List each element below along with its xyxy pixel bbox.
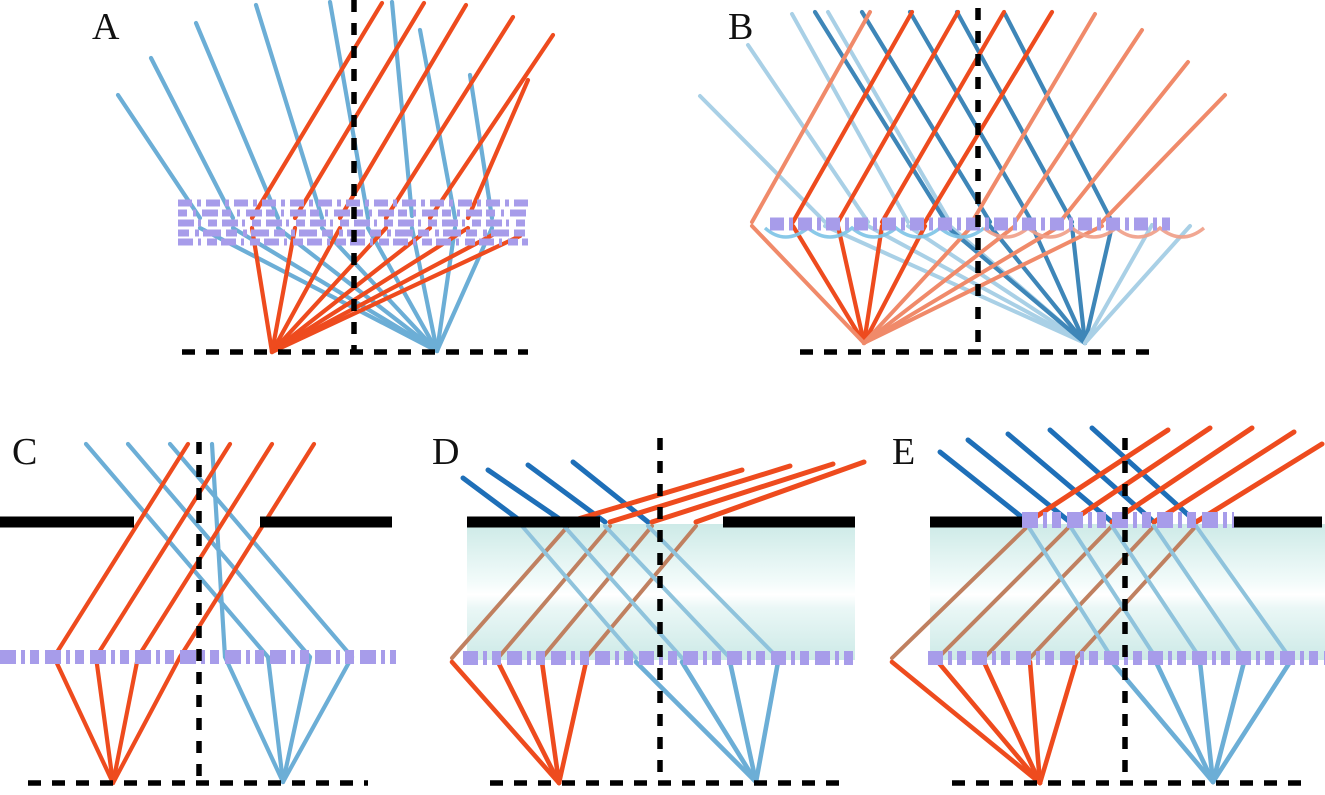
panel-d-label: D bbox=[432, 431, 460, 473]
incident-rays-red-e bbox=[1025, 425, 1325, 525]
ray-bundle-red-b bbox=[790, 9, 1055, 346]
panel-a: A bbox=[0, 0, 660, 400]
incident-rays-blue-e bbox=[937, 425, 1199, 525]
panel-a-label: A bbox=[92, 6, 120, 48]
ray-bundle-red-c bbox=[51, 441, 317, 786]
graded-medium-d bbox=[467, 524, 855, 660]
wavefront-arcs-red-b bbox=[982, 225, 1206, 239]
panel-c-label: C bbox=[12, 431, 38, 473]
ray-bundle-blue-b bbox=[812, 9, 1115, 346]
refracted-rays-red-d bbox=[450, 524, 698, 660]
refracted-rays-blue-e bbox=[1026, 524, 1292, 660]
incident-rays-blue-d bbox=[460, 459, 651, 525]
panel-e: E bbox=[880, 400, 1325, 795]
incident-rays-red-d bbox=[565, 459, 867, 525]
panel-e-diagram bbox=[889, 425, 1325, 786]
panel-e-label: E bbox=[892, 431, 916, 473]
focus-rays-blue-e bbox=[1109, 659, 1293, 785]
panel-d-diagram bbox=[449, 438, 867, 786]
panel-c: C bbox=[0, 400, 420, 795]
ray-bundle-red-a bbox=[249, 0, 556, 355]
panel-d: D bbox=[420, 400, 880, 795]
panel-b: B bbox=[660, 0, 1325, 400]
ray-bundle-red-faded-b bbox=[750, 10, 1227, 345]
panel-b-label: B bbox=[728, 6, 754, 48]
ray-bundle-blue-a bbox=[115, 0, 440, 354]
panel-a-diagram bbox=[115, 0, 556, 355]
focus-rays-blue-d bbox=[633, 659, 781, 785]
refracted-rays-blue-d bbox=[520, 524, 780, 660]
ray-bundle-blue-c bbox=[83, 441, 355, 785]
focus-rays-red-e bbox=[889, 659, 1079, 786]
ray-bundle-blue-arms-b bbox=[1083, 223, 1192, 345]
graded-medium-e bbox=[930, 524, 1325, 660]
focus-rays-red-d bbox=[449, 659, 589, 786]
panel-b-diagram bbox=[698, 8, 1227, 355]
panel-c-diagram bbox=[0, 441, 396, 786]
wavefront-arcs-blue-b bbox=[763, 225, 986, 239]
